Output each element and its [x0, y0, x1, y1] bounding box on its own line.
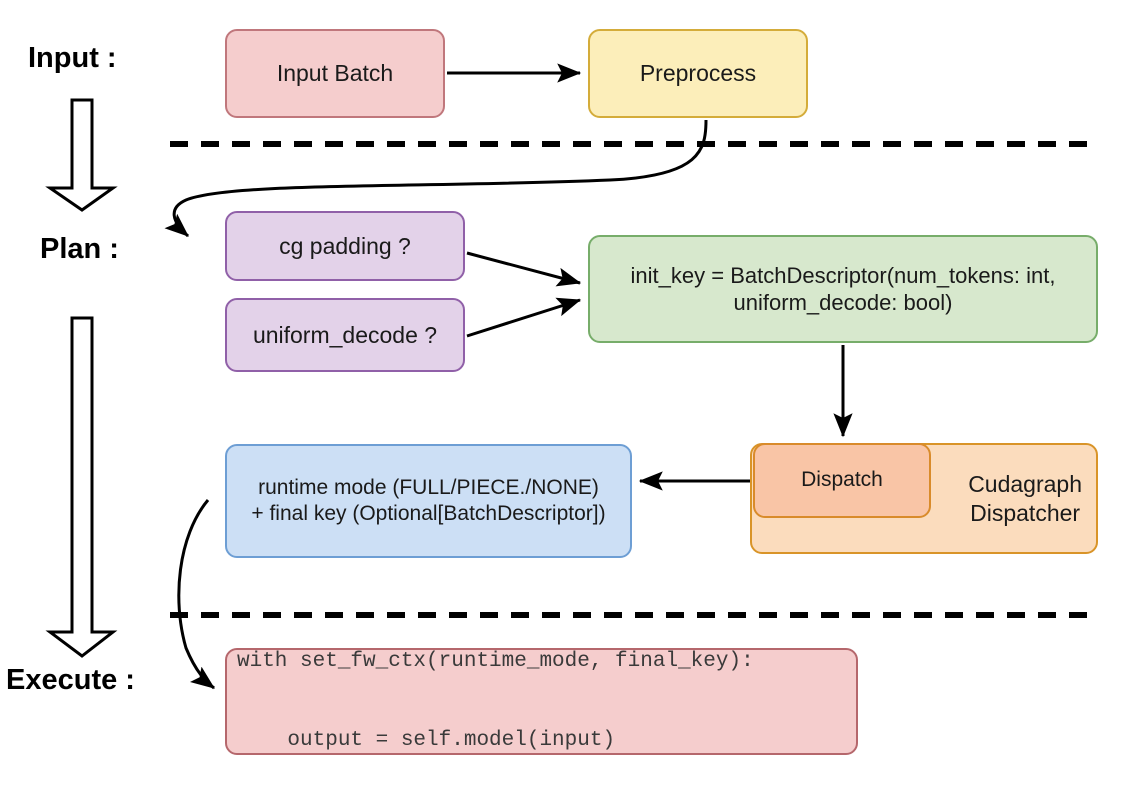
node-cudagraph-dispatcher-line-2: Dispatcher	[970, 499, 1081, 526]
node-code-text: with set_fw_ctx(runtime_mode, final_key)…	[237, 597, 754, 807]
node-uniform-decode[interactable]: uniform_decode ?	[225, 298, 465, 372]
edge-uniform-decode-to-init-key	[466, 297, 582, 338]
stage-label-execute: Execute :	[6, 664, 135, 696]
node-uniform-decode-label: uniform_decode ?	[252, 321, 438, 348]
node-input-batch[interactable]: Input Batch	[225, 29, 445, 118]
edge-cg-padding-to-init-key	[466, 251, 582, 287]
stage-label-input: Input :	[28, 42, 117, 74]
node-input-batch-label: Input Batch	[276, 60, 394, 87]
node-runtime-mode-line-1: runtime mode (FULL/PIECE./NONE)	[258, 475, 599, 499]
node-runtime-mode-line-2: + final key (Optional[BatchDescriptor])	[251, 502, 606, 525]
node-dispatch-label: Dispatch	[801, 468, 883, 492]
node-runtime-mode-text: runtime mode (FULL/PIECE./NONE) + final …	[251, 475, 605, 528]
node-cg-padding[interactable]: cg padding ?	[225, 211, 465, 281]
node-cg-padding-label: cg padding ?	[279, 232, 411, 259]
node-init-key-line-1: init_key = BatchDescriptor(num_tokens: i…	[630, 262, 1056, 288]
node-init-key[interactable]: init_key = BatchDescriptor(num_tokens: i…	[588, 235, 1098, 343]
node-code-line-2: output = self.model(input)	[237, 728, 616, 752]
node-cudagraph-dispatcher-line-1: Cudagraph	[968, 470, 1082, 497]
diagram-canvas: Input : Plan : Execute : Input Batch Pre…	[6, 29, 1098, 755]
node-cudagraph-dispatcher-text: Cudagraph Dispatcher	[968, 470, 1082, 528]
input-to-plan-arrow	[45, 98, 118, 212]
edge-preprocess-to-cg-padding	[164, 119, 708, 238]
edge-runtime-mode-to-code	[177, 499, 215, 690]
connector-layer	[45, 63, 1096, 690]
node-preprocess[interactable]: Preprocess	[588, 29, 808, 118]
node-init-key-line-2: uniform_decode: bool)	[733, 290, 953, 315]
node-code-block[interactable]: with set_fw_ctx(runtime_mode, final_key)…	[225, 648, 858, 755]
node-init-key-text: init_key = BatchDescriptor(num_tokens: i…	[631, 262, 1056, 317]
plan-to-execute-arrow	[45, 316, 118, 658]
node-code-line-1: with set_fw_ctx(runtime_mode, final_key)…	[237, 650, 754, 673]
node-preprocess-label: Preprocess	[639, 60, 757, 87]
node-runtime-mode[interactable]: runtime mode (FULL/PIECE./NONE) + final …	[225, 444, 632, 558]
node-dispatch[interactable]: Dispatch	[753, 443, 931, 518]
stage-label-plan: Plan :	[40, 233, 119, 265]
